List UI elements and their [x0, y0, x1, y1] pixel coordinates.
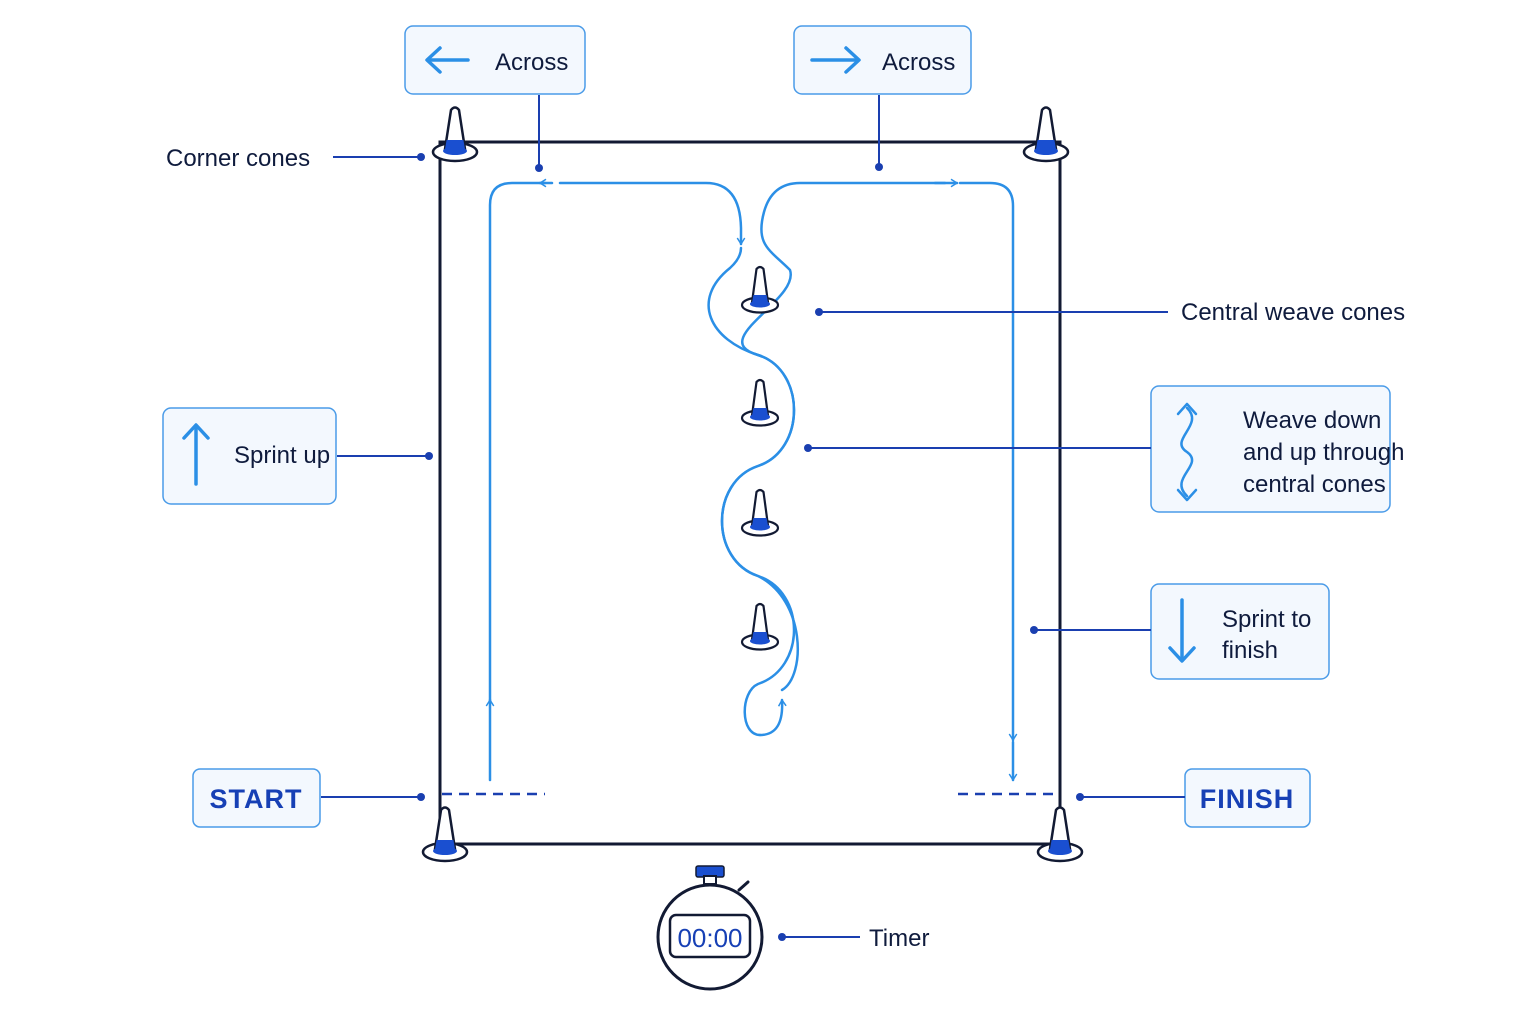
finish-callout: FINISH: [1076, 768, 1311, 828]
start-callout: START: [192, 768, 425, 828]
arrow-down-icon: [1168, 598, 1196, 663]
field-boundary: [438, 140, 1062, 846]
cone-icon: [740, 378, 780, 427]
weave-label-line3: central cones: [1243, 471, 1386, 498]
sprint-finish-label-line1: Sprint to: [1222, 606, 1311, 633]
sprint-up-callout: Sprint up: [162, 407, 433, 505]
across-right-label: Across: [882, 49, 955, 76]
corner-cones-callout: Corner cones: [166, 145, 425, 172]
timer-display: 00:00: [677, 923, 742, 953]
arrow-right-icon: [810, 46, 861, 74]
weave-label-line2: and up through: [1243, 439, 1404, 466]
corner-cones-label: Corner cones: [166, 145, 310, 172]
central-weave-cones-label: Central weave cones: [1181, 299, 1405, 326]
running-path: [485, 178, 1018, 782]
across-left-callout: Across: [404, 25, 586, 172]
cone-icon: [740, 488, 780, 537]
start-label: START: [210, 784, 303, 814]
across-right-callout: Across: [793, 25, 972, 171]
across-left-label: Across: [495, 49, 568, 76]
timer-label: Timer: [869, 925, 929, 952]
cone-icon: [1022, 106, 1070, 163]
cone-icon: [421, 806, 469, 863]
weave-label-line1: Weave down: [1243, 407, 1381, 434]
arrow-up-icon: [182, 423, 210, 486]
cone-icon: [1036, 806, 1084, 863]
cone-icon: [740, 602, 780, 651]
weave-callout: Weave down and up through central cones: [804, 385, 1404, 513]
sprint-up-label: Sprint up: [234, 442, 330, 469]
sprint-finish-label-line2: finish: [1222, 637, 1278, 664]
cone-icon: [740, 265, 780, 314]
wave-icon: [1176, 402, 1198, 502]
stopwatch-icon: 00:00: [656, 865, 764, 991]
arrow-left-icon: [425, 46, 470, 74]
cone-icon: [431, 106, 479, 163]
central-weave-cones-callout: Central weave cones: [815, 299, 1405, 326]
sprint-finish-callout: Sprint to finish: [1030, 583, 1330, 680]
timer-callout: Timer: [778, 925, 929, 952]
finish-label: FINISH: [1200, 784, 1295, 814]
